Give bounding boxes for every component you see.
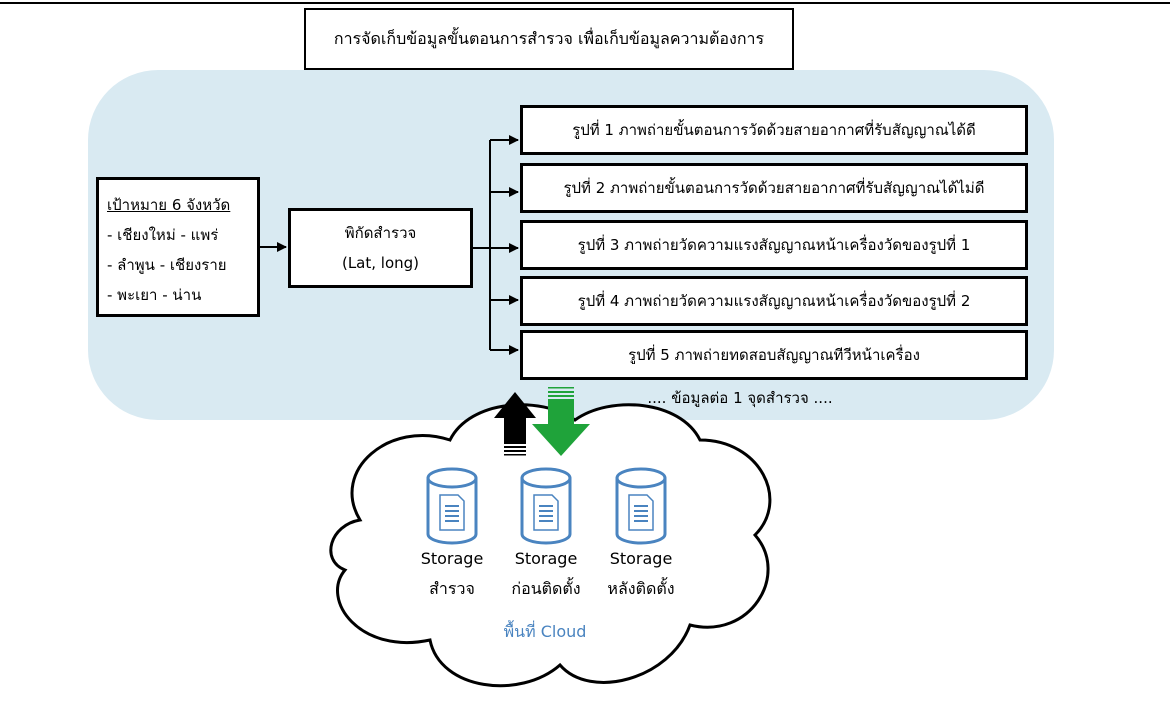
picture-label-5: รูปที่ 5 ภาพถ่ายทดสอบสัญญาณทีวีหน้าเครื่… (628, 346, 920, 364)
cloud-area-label: พื้นที่ Cloud (503, 622, 587, 641)
province-line-3: - พะเยา - น่าน (107, 286, 202, 304)
storage-survey-caption: Storage สำรวจ (397, 544, 507, 604)
document-icon (533, 494, 559, 531)
picture-label-1: รูปที่ 1 ภาพถ่ายขั้นตอนการวัดด้วยสายอากา… (572, 121, 976, 139)
target-provinces-box: เป้าหมาย 6 จังหวัด - เชียงใหม่ - แพร่ - … (96, 177, 260, 317)
database-icon-2 (520, 467, 572, 545)
storage-before-install-caption: Storage ก่อนติดตั้ง (491, 544, 601, 604)
province-line-2: - ลำพูน - เชียงราย (107, 256, 227, 274)
storage-before-line1: Storage (514, 549, 578, 568)
download-arrow-icon (532, 387, 590, 456)
province-line-1: - เชียงใหม่ - แพร่ (107, 226, 219, 244)
picture-label-3: รูปที่ 3 ภาพถ่ายวัดความแรงสัญญาณหน้าเครื… (577, 236, 971, 254)
top-rule (0, 2, 1170, 4)
storage-after-install-caption: Storage หลังติดตั้ง (586, 544, 696, 604)
picture-box-3: รูปที่ 3 ภาพถ่ายวัดความแรงสัญญาณหน้าเครื… (520, 220, 1028, 270)
document-icon (439, 494, 465, 531)
survey-coordinates-box: พิกัดสำรวจ (Lat, long) (288, 208, 473, 288)
storage-survey-line1: Storage (420, 549, 484, 568)
coordinates-format: (Lat, long) (341, 254, 420, 272)
picture-box-1: รูปที่ 1 ภาพถ่ายขั้นตอนการวัดด้วยสายอากา… (520, 105, 1028, 155)
database-icon-3 (615, 467, 667, 545)
document-icon (628, 494, 654, 531)
storage-after-line1: Storage (609, 549, 673, 568)
picture-box-4: รูปที่ 4 ภาพถ่ายวัดความแรงสัญญาณหน้าเครื… (520, 276, 1028, 326)
picture-box-2: รูปที่ 2 ภาพถ่ายขั้นตอนการวัดด้วยสายอากา… (520, 163, 1028, 213)
database-icon-1 (426, 467, 478, 545)
storage-before-line2: ก่อนติดตั้ง (511, 579, 581, 598)
diagram-title: การจัดเก็บข้อมูลขั้นตอนการสำรวจ เพื่อเก็… (304, 8, 794, 70)
diagram-title-text: การจัดเก็บข้อมูลขั้นตอนการสำรวจ เพื่อเก็… (333, 28, 765, 48)
storage-after-line2: หลังติดตั้ง (607, 579, 675, 598)
picture-label-4: รูปที่ 4 ภาพถ่ายวัดความแรงสัญญาณหน้าเครื… (577, 292, 971, 310)
upload-arrow-icon (494, 392, 536, 456)
storage-survey-line2: สำรวจ (429, 579, 475, 598)
coordinates-label: พิกัดสำรวจ (344, 224, 417, 242)
picture-label-2: รูปที่ 2 ภาพถ่ายขั้นตอนการวัดด้วยสายอากา… (563, 179, 985, 197)
target-heading: เป้าหมาย 6 จังหวัด (107, 196, 231, 214)
picture-box-5: รูปที่ 5 ภาพถ่ายทดสอบสัญญาณทีวีหน้าเครื่… (520, 330, 1028, 380)
data-per-point-note: .... ข้อมูลต่อ 1 จุดสำรวจ .... (647, 389, 833, 407)
